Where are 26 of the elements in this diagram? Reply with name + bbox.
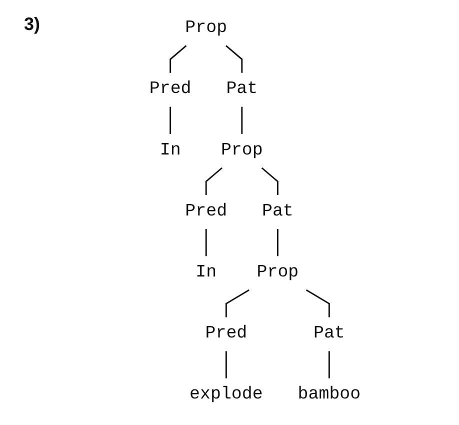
connector [170,106,172,134]
item-label: 3) [24,14,40,35]
node-text: Prop [185,18,228,38]
connector [225,289,250,318]
node-text: Pat [313,324,345,344]
node-text: explode [190,385,263,404]
node-text: In [196,262,217,282]
node-text: Prop [256,262,299,282]
node-text: Pat [262,202,294,222]
node-text: bamboo [298,385,361,404]
connector [328,351,330,378]
connector [306,289,330,318]
node-text: In [160,140,181,160]
node-text: Pat [226,80,258,100]
node-text: Pred [205,324,248,344]
node-text: Pred [185,202,228,222]
connector [241,106,243,134]
connector [205,228,207,256]
node-text: Prop [220,140,263,160]
connector [276,228,278,256]
connector [205,167,222,196]
connector [226,45,243,73]
connector [225,351,227,378]
node-text: Pred [149,80,192,100]
connector [261,167,278,196]
connector [170,45,187,73]
